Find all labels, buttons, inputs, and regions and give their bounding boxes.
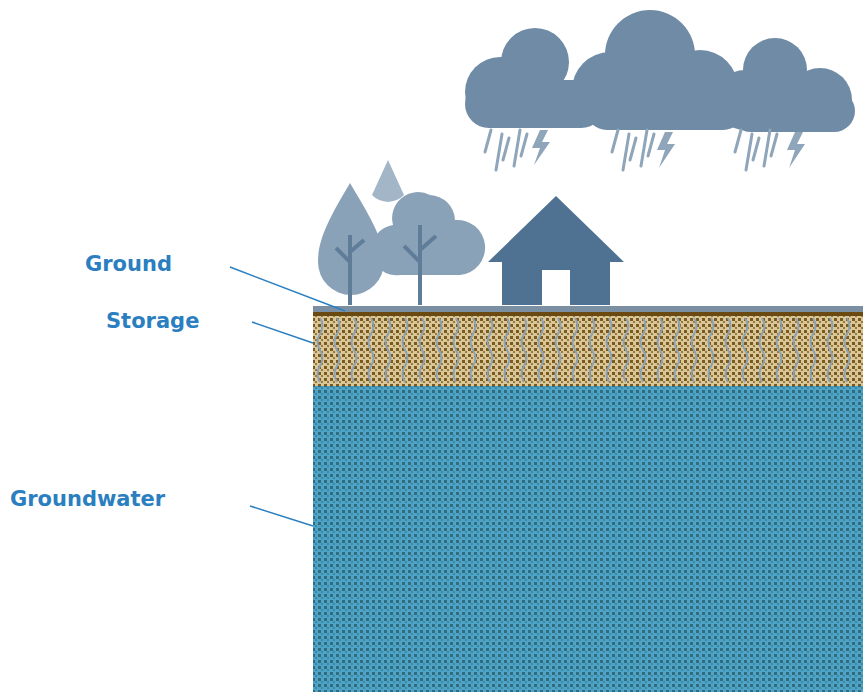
rain-cloud [465, 10, 855, 132]
storage-layer [313, 316, 863, 386]
groundwater-layer [313, 386, 863, 692]
rain [485, 130, 777, 170]
infiltration-lines [318, 318, 850, 382]
trees [318, 160, 485, 305]
storage-label: Storage [106, 311, 199, 332]
lightning [532, 130, 805, 168]
ground-soil-line [313, 312, 863, 316]
groundwater-label: Groundwater [10, 489, 165, 510]
leader-lines [230, 267, 345, 526]
ground-surface [313, 306, 863, 312]
house [488, 196, 624, 305]
ground-label: Ground [85, 254, 172, 275]
